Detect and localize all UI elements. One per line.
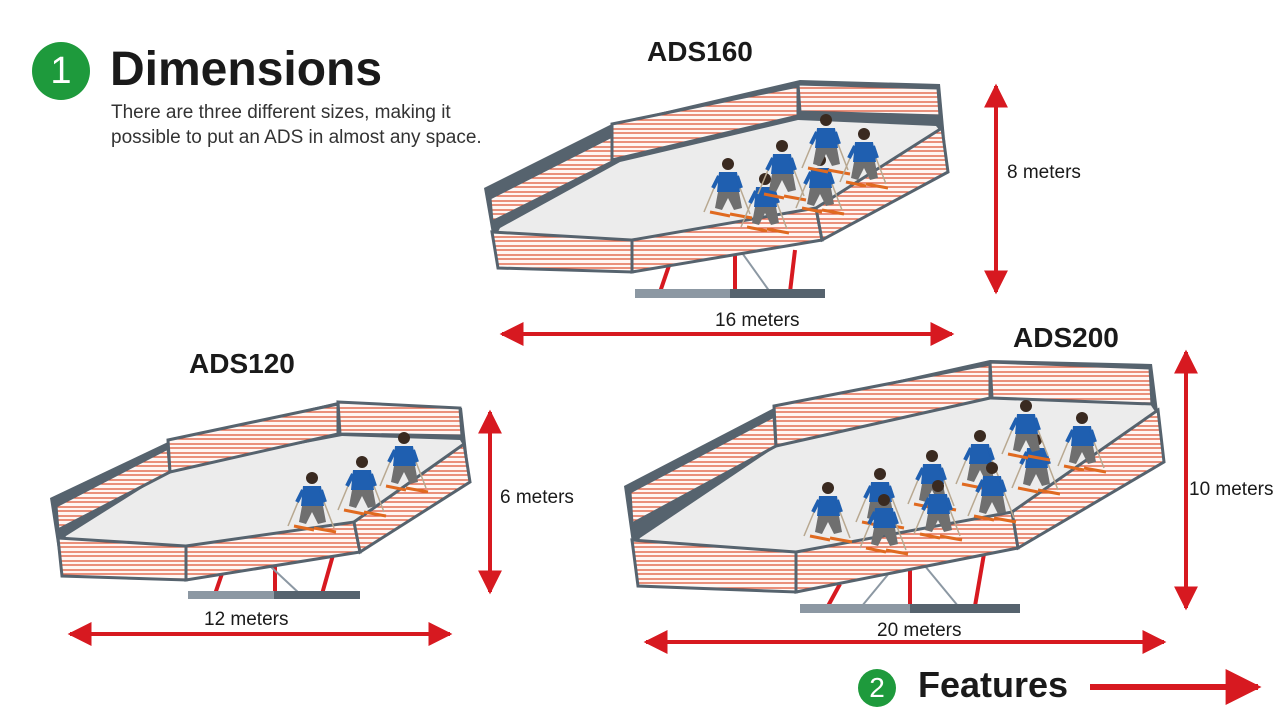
ads120-height-label: 6 meters xyxy=(500,487,574,508)
section-description-line1: There are three different sizes, making … xyxy=(111,102,451,123)
ads120-machine xyxy=(50,400,472,599)
ads160-width-label: 16 meters xyxy=(715,310,800,331)
ads200-height-label: 10 meters xyxy=(1189,479,1274,500)
ads160-height-label: 8 meters xyxy=(1007,162,1081,183)
section-description-line2: possible to put an ADS in almost any spa… xyxy=(111,127,482,148)
ads200-width-label: 20 meters xyxy=(877,620,962,641)
ads200-label: ADS200 xyxy=(1013,322,1119,353)
ads120-label: ADS120 xyxy=(189,348,295,379)
ads160-label: ADS160 xyxy=(647,36,753,67)
features-link[interactable]: Features xyxy=(918,664,1069,705)
section-title: Dimensions xyxy=(110,43,383,96)
ads200-machine xyxy=(624,360,1166,613)
step-2-badge[interactable]: 2 xyxy=(858,669,896,707)
ads160-machine xyxy=(484,80,950,298)
step-1-badge: 1 xyxy=(32,42,90,100)
ads120-width-label: 12 meters xyxy=(204,609,289,630)
